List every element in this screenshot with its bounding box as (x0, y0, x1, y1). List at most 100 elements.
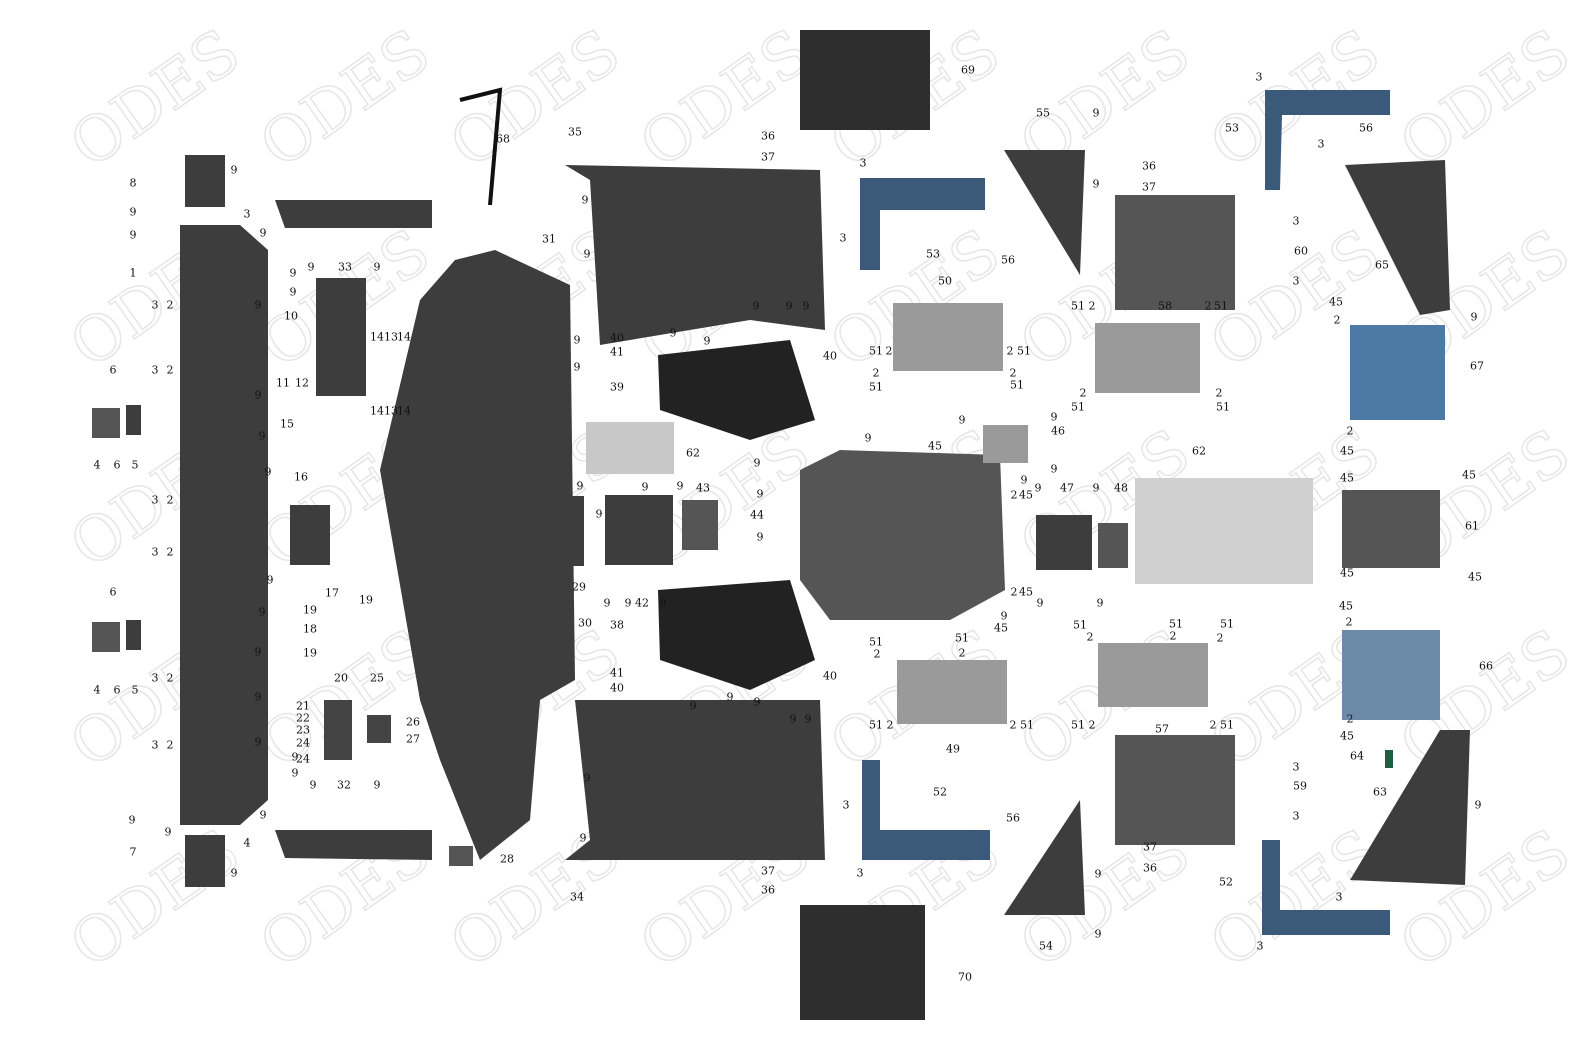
callout-25: 25 (370, 671, 384, 685)
box-59 (1115, 735, 1235, 845)
callout-9: 9 (254, 388, 262, 402)
dash-side-panel (180, 225, 268, 825)
callout-2: 2 (1009, 366, 1017, 380)
callout-11: 11 (276, 376, 290, 390)
callout-40: 40 (823, 669, 837, 683)
callout-8: 8 (129, 176, 137, 190)
callout-4: 4 (243, 836, 251, 850)
callout-51: 51 (869, 380, 883, 394)
callout-41: 41 (610, 666, 624, 680)
callout-3: 3 (1317, 137, 1325, 151)
callout-51: 51 (869, 718, 883, 732)
callout-47: 47 (1060, 481, 1074, 495)
callout-2: 2 (1088, 299, 1096, 313)
callout-9: 9 (254, 735, 262, 749)
panel-52-right (1262, 840, 1390, 935)
callout-56: 56 (1359, 121, 1373, 135)
cover-32 (275, 830, 432, 860)
callout-40: 40 (610, 681, 624, 695)
cover-33 (275, 200, 432, 228)
callout-2: 2 (1006, 344, 1014, 358)
callout-53: 53 (926, 247, 940, 261)
callout-36: 36 (1142, 159, 1156, 173)
callout-2: 2 (1088, 718, 1096, 732)
callout-14: 14 (370, 330, 384, 344)
callout-51: 51 (1214, 299, 1228, 313)
callout-45: 45 (1019, 488, 1033, 502)
callout-2: 2 (166, 493, 174, 507)
callout-44: 44 (750, 508, 764, 522)
part-48 (1098, 523, 1128, 568)
callout-23: 23 (296, 723, 310, 737)
callout-9: 9 (756, 530, 764, 544)
callout-65: 65 (1375, 258, 1389, 272)
callout-9: 9 (259, 226, 267, 240)
plate-50 (893, 303, 1003, 371)
callout-38: 38 (610, 618, 624, 632)
callout-51: 51 (1071, 718, 1085, 732)
callout-9: 9 (1000, 609, 1008, 623)
callout-48: 48 (1114, 481, 1128, 495)
callout-9: 9 (703, 334, 711, 348)
callout-24: 24 (296, 752, 310, 766)
callout-9: 9 (669, 326, 677, 340)
callout-2: 2 (166, 671, 174, 685)
callout-30: 30 (578, 616, 592, 630)
callout-9: 9 (756, 487, 764, 501)
callout-55: 55 (1036, 106, 1050, 120)
callout-42: 42 (635, 596, 649, 610)
callout-9: 9 (309, 778, 317, 792)
callout-9: 9 (802, 299, 810, 313)
callout-9: 9 (804, 712, 812, 726)
callout-9: 9 (641, 480, 649, 494)
mat-69 (800, 30, 930, 130)
callout-6: 6 (109, 585, 117, 599)
callout-9: 9 (307, 260, 315, 274)
callout-9: 9 (289, 285, 297, 299)
callout-9: 9 (583, 247, 591, 261)
display-16 (290, 505, 330, 565)
part-28 (449, 846, 473, 866)
callout-2: 2 (1346, 424, 1354, 438)
callout-9: 9 (753, 695, 761, 709)
callout-34: 34 (570, 890, 584, 904)
callout-12: 12 (295, 376, 309, 390)
callout-37: 37 (1142, 180, 1156, 194)
callout-9: 9 (573, 360, 581, 374)
callout-40: 40 (823, 349, 837, 363)
callout-24: 24 (296, 736, 310, 750)
callout-51: 51 (869, 344, 883, 358)
callout-3: 3 (1335, 890, 1343, 904)
callout-9: 9 (291, 766, 299, 780)
plate-bottom (126, 620, 141, 650)
callout-9: 9 (576, 479, 584, 493)
callout-3: 3 (151, 671, 159, 685)
callout-51: 51 (1220, 617, 1234, 631)
callout-3: 3 (151, 493, 159, 507)
callout-14: 14 (397, 404, 411, 418)
callout-45: 45 (1340, 729, 1354, 743)
callout-3: 3 (856, 866, 864, 880)
callout-43: 43 (696, 481, 710, 495)
callout-51: 51 (869, 635, 883, 649)
callout-51: 51 (1169, 617, 1183, 631)
callout-13: 13 (384, 404, 398, 418)
callout-2: 2 (1346, 712, 1354, 726)
callout-51: 51 (1220, 718, 1234, 732)
callout-9: 9 (1092, 481, 1100, 495)
callout-51: 51 (1010, 378, 1024, 392)
plate-57 (1098, 643, 1208, 707)
callout-2: 2 (1333, 313, 1341, 327)
callout-2: 2 (1010, 585, 1018, 599)
callout-35: 35 (568, 125, 582, 139)
callout-53: 53 (1225, 121, 1239, 135)
callout-37: 37 (761, 150, 775, 164)
callout-18: 18 (303, 622, 317, 636)
callout-9: 9 (676, 479, 684, 493)
callout-9: 9 (689, 699, 697, 713)
watermark-text: ODES (1387, 14, 1580, 182)
callout-9: 9 (259, 808, 267, 822)
callout-36: 36 (761, 883, 775, 897)
bar-68 (459, 87, 503, 206)
